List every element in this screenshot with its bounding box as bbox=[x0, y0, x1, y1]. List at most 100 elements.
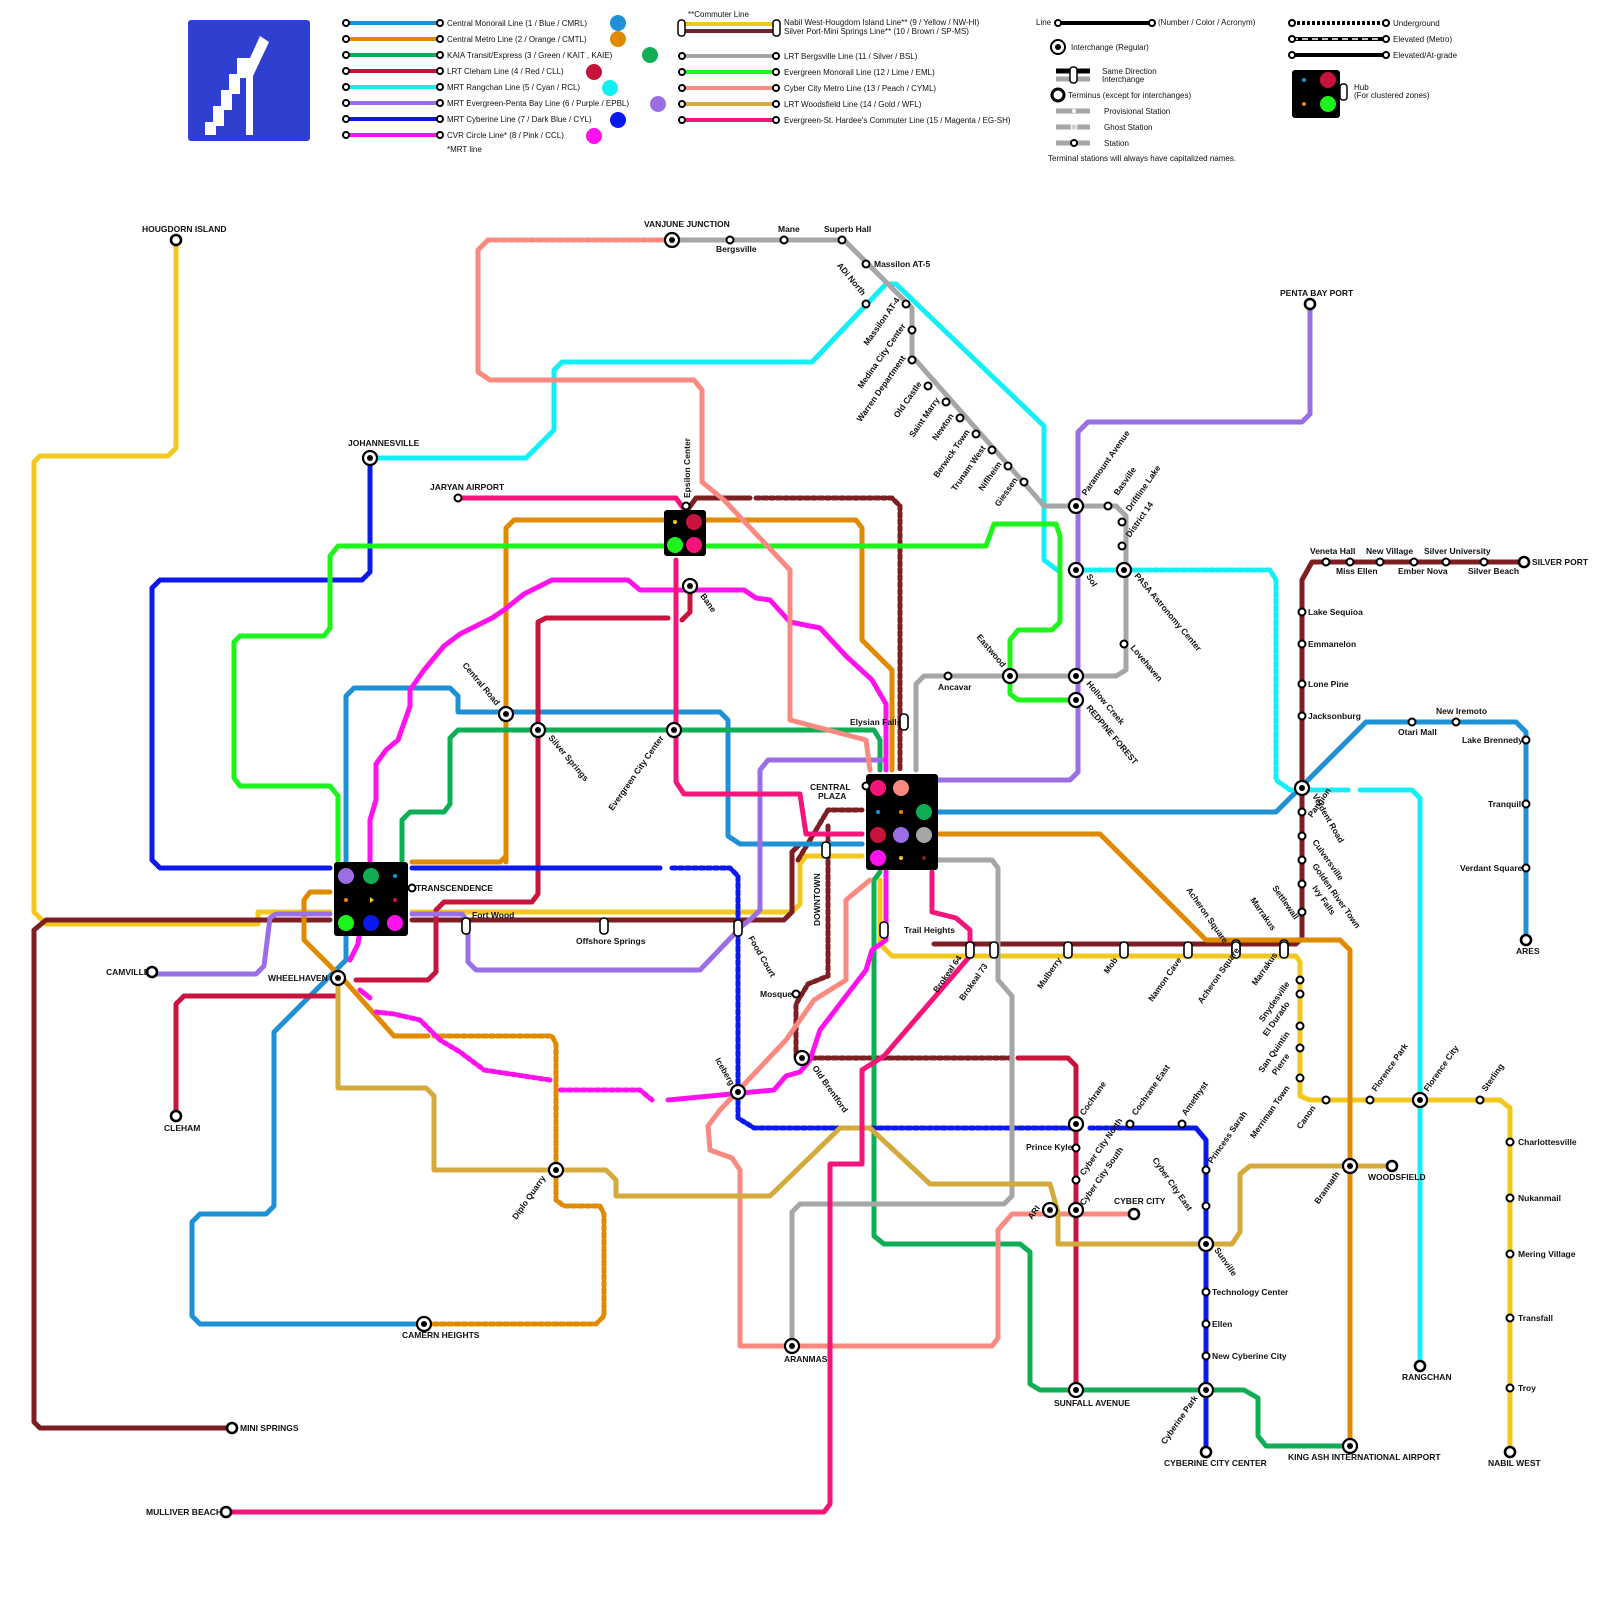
station-sterling[interactable]: Sterling bbox=[1475, 1061, 1506, 1105]
station-marker[interactable] bbox=[1505, 1249, 1515, 1259]
same-direction-marker[interactable] bbox=[899, 713, 909, 731]
station-marker[interactable] bbox=[987, 445, 997, 455]
station-ember[interactable]: Ember Nova bbox=[1398, 557, 1448, 577]
station-marker[interactable] bbox=[1521, 863, 1531, 873]
station-marker[interactable] bbox=[1295, 1073, 1305, 1083]
station-downtown[interactable]: DOWNTOWN bbox=[812, 841, 831, 926]
station-tech[interactable]: Technology Center bbox=[1201, 1287, 1290, 1297]
terminus-marker[interactable] bbox=[219, 1505, 233, 1519]
station-marker[interactable] bbox=[1505, 1383, 1515, 1393]
same-direction-marker[interactable] bbox=[1183, 941, 1193, 959]
station-tranquil[interactable]: Tranquil bbox=[1488, 799, 1531, 809]
hub-epsilon-center[interactable] bbox=[664, 510, 706, 556]
station-marker[interactable] bbox=[1117, 541, 1127, 551]
terminus-marker[interactable] bbox=[1127, 1207, 1141, 1221]
station-newcyb[interactable]: New Cyberine City bbox=[1201, 1351, 1287, 1361]
station-brennedy[interactable]: Lake Brennedy bbox=[1462, 735, 1531, 745]
station-marker[interactable] bbox=[861, 781, 871, 791]
hub-central-plaza[interactable] bbox=[866, 774, 938, 870]
station-wheelhaven[interactable]: WHEELHAVEN bbox=[268, 969, 347, 987]
station-jaryan[interactable]: JARYAN AIRPORT bbox=[430, 482, 505, 503]
station-evergreen-cc[interactable]: Evergreen City Center bbox=[606, 721, 683, 812]
station-vanjune[interactable]: VANJUNE JUNCTION bbox=[644, 219, 730, 249]
station-camern[interactable]: CAMERN HEIGHTS bbox=[402, 1315, 480, 1340]
station-mob[interactable]: Mob bbox=[1101, 941, 1129, 975]
station-marker[interactable] bbox=[1479, 557, 1489, 567]
station-marker[interactable] bbox=[681, 501, 691, 511]
same-direction-marker[interactable] bbox=[599, 917, 609, 935]
station-marker[interactable] bbox=[971, 429, 981, 439]
station-marker[interactable] bbox=[1521, 799, 1531, 809]
station-mulliver[interactable]: MULLIVER BEACH bbox=[146, 1505, 233, 1519]
station-marker[interactable] bbox=[1521, 735, 1531, 745]
station-kingash[interactable]: KING ASH INTERNATIONAL AIRPORT bbox=[1288, 1437, 1441, 1462]
station-sol[interactable]: Sol bbox=[1067, 561, 1100, 588]
station-marker[interactable] bbox=[1297, 831, 1307, 841]
terminus-marker[interactable] bbox=[1303, 297, 1317, 311]
station-marker[interactable] bbox=[955, 413, 965, 423]
hub-transcendence[interactable] bbox=[334, 862, 408, 936]
terminus-marker[interactable] bbox=[1385, 1159, 1399, 1173]
station-jacksonburg[interactable]: Jacksonburg bbox=[1297, 711, 1361, 721]
station-marker[interactable] bbox=[725, 235, 735, 245]
station-aranmas[interactable]: ARANMAS bbox=[783, 1337, 828, 1364]
station-giessen[interactable]: Giessen bbox=[992, 475, 1029, 508]
same-direction-marker[interactable] bbox=[879, 921, 889, 939]
station-marker[interactable] bbox=[1451, 717, 1461, 727]
station-nukanmail[interactable]: Nukanmail bbox=[1505, 1193, 1562, 1203]
station-transcendence[interactable]: TRANSCENDENCE bbox=[407, 883, 494, 893]
station-marker[interactable] bbox=[1321, 1095, 1331, 1105]
station-princekyle[interactable]: Prince Kyle bbox=[1026, 1142, 1081, 1153]
station-charlottesville[interactable]: Charlottesville bbox=[1505, 1137, 1577, 1147]
station-marker[interactable] bbox=[1295, 1021, 1305, 1031]
station-marker[interactable] bbox=[1201, 1165, 1211, 1175]
station-namon[interactable]: Namon Cave bbox=[1146, 941, 1193, 1003]
station-princess[interactable]: Princess Sarah bbox=[1201, 1109, 1249, 1175]
station-hougdorn[interactable]: HOUGDORN ISLAND bbox=[142, 224, 227, 247]
station-bergsville[interactable]: Bergsville bbox=[716, 235, 757, 255]
terminus-marker[interactable] bbox=[169, 233, 183, 247]
station-marker[interactable] bbox=[1003, 461, 1013, 471]
terminus-marker[interactable] bbox=[1519, 933, 1533, 947]
station-marker[interactable] bbox=[1295, 975, 1305, 985]
station-marker[interactable] bbox=[1119, 639, 1129, 649]
station-marker[interactable] bbox=[1297, 679, 1307, 689]
station-ares[interactable]: ARES bbox=[1516, 933, 1540, 956]
station-marker[interactable] bbox=[779, 235, 789, 245]
station-marker[interactable] bbox=[1201, 1351, 1211, 1361]
station-central-plaza2[interactable]: PLAZA bbox=[818, 791, 846, 801]
station-veneta[interactable]: Veneta Hall bbox=[1310, 546, 1355, 567]
station-marker[interactable] bbox=[1295, 989, 1305, 999]
station-cyberine-cc[interactable]: CYBERINE CITY CENTER bbox=[1164, 1445, 1267, 1468]
station-marker[interactable] bbox=[1365, 1095, 1375, 1105]
station-marker[interactable] bbox=[907, 325, 917, 335]
station-woodsfield[interactable]: WOODSFIELD bbox=[1368, 1159, 1426, 1182]
station-marker[interactable] bbox=[1019, 477, 1029, 487]
station-marker[interactable] bbox=[1407, 717, 1417, 727]
station-nabil[interactable]: NABIL WEST bbox=[1488, 1445, 1542, 1468]
station-pentabay[interactable]: PENTA BAY PORT bbox=[1280, 288, 1354, 311]
station-superb[interactable]: Superb Hall bbox=[824, 224, 871, 245]
station-marker[interactable] bbox=[1297, 607, 1307, 617]
station-marker[interactable] bbox=[1409, 557, 1419, 567]
same-direction-marker[interactable] bbox=[1119, 941, 1129, 959]
station-epsilon[interactable]: Epsilon Center bbox=[681, 437, 692, 511]
station-marker[interactable] bbox=[1505, 1193, 1515, 1203]
station-sunfall[interactable]: SUNFALL AVENUE bbox=[1054, 1381, 1130, 1408]
terminus-marker[interactable] bbox=[1199, 1445, 1213, 1459]
station-cleham[interactable]: CLEHAM bbox=[164, 1109, 200, 1133]
station-marker[interactable] bbox=[1505, 1313, 1515, 1323]
same-direction-marker[interactable] bbox=[821, 841, 831, 859]
station-lonepine[interactable]: Lone Pine bbox=[1297, 679, 1349, 689]
station-marker[interactable] bbox=[1321, 557, 1331, 567]
station-marker[interactable] bbox=[941, 397, 951, 407]
station-florencepark[interactable]: Florence Park bbox=[1365, 1041, 1411, 1105]
station-silverport[interactable]: SILVER PORT bbox=[1517, 555, 1589, 569]
station-brokeal73[interactable]: Brokeal 73 bbox=[957, 941, 999, 1002]
station-mosque[interactable]: Mosque bbox=[760, 989, 801, 999]
terminus-marker[interactable] bbox=[145, 965, 159, 979]
station-elysian[interactable]: Elysian Falls bbox=[850, 713, 909, 731]
same-direction-marker[interactable] bbox=[461, 917, 471, 935]
same-direction-marker[interactable] bbox=[989, 941, 999, 959]
station-marker[interactable] bbox=[1103, 501, 1113, 511]
